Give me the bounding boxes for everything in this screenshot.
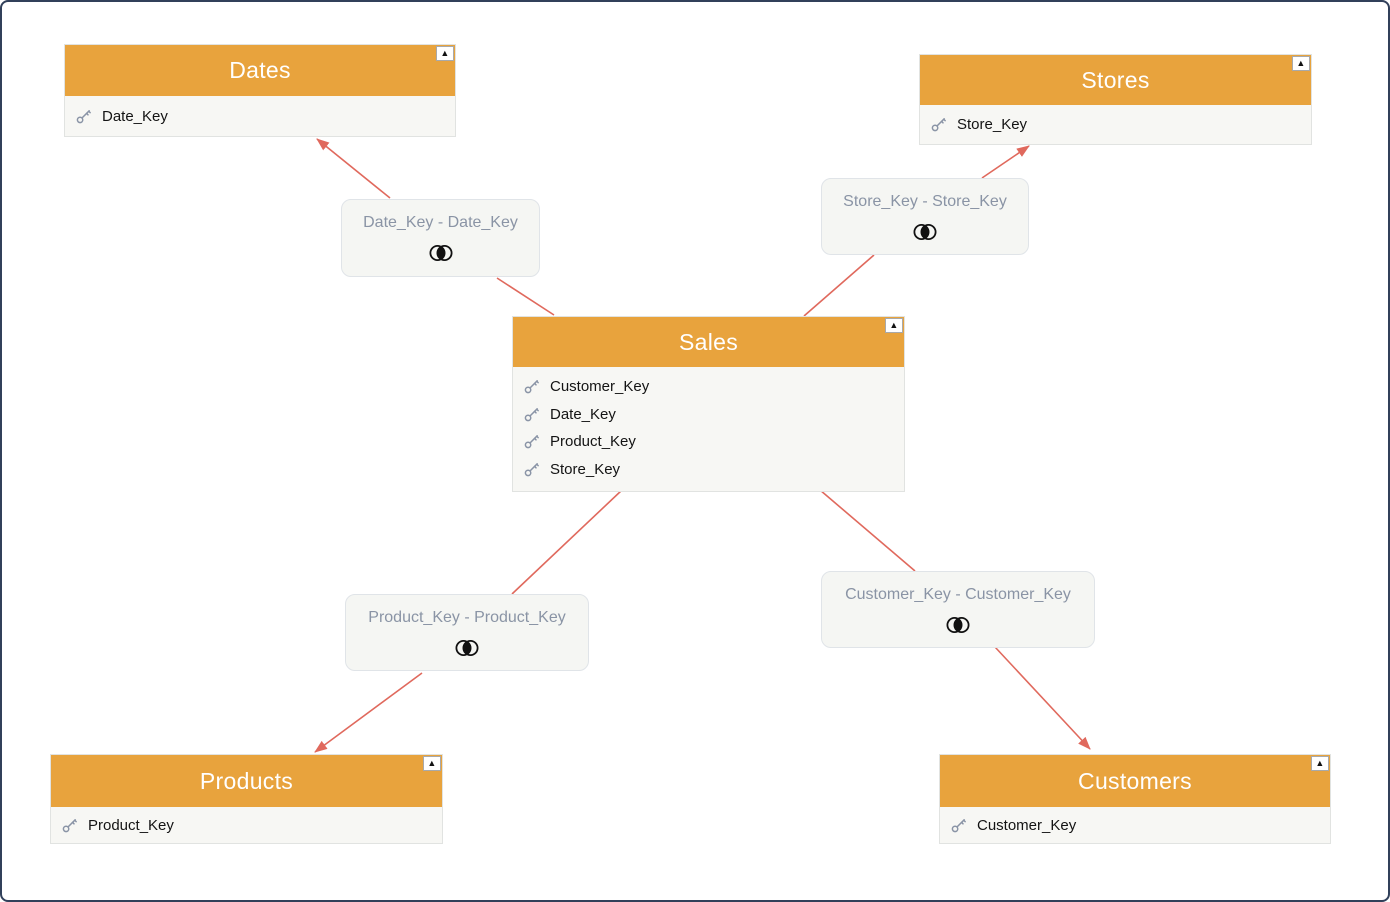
key-icon (62, 818, 77, 832)
collapse-triangle-icon: ▲ (1315, 758, 1325, 768)
inner-join-icon (455, 639, 479, 656)
key-icon (524, 435, 539, 449)
table-stores[interactable]: Stores ▲ Store_Key (919, 54, 1312, 145)
table-sales[interactable]: Sales ▲ Customer_Key Date_Key (512, 316, 905, 492)
relationship-label: Product_Key - Product_Key (368, 608, 566, 626)
key-icon (951, 818, 966, 832)
key-icon (524, 462, 539, 477)
relationship-card-customer-key[interactable]: Customer_Key - Customer_Key (821, 571, 1095, 648)
collapse-triangle-icon: ▲ (889, 320, 899, 330)
field-row[interactable]: Customer_Key (513, 373, 904, 401)
collapse-button[interactable]: ▲ (423, 756, 441, 771)
table-products[interactable]: Products ▲ Product_Key (50, 754, 443, 844)
table-customers-title: Customers (1078, 767, 1192, 794)
table-products-title: Products (199, 767, 294, 794)
table-customers[interactable]: Customers ▲ Customer_Key (939, 754, 1331, 844)
field-label: Product_Key (550, 433, 636, 451)
table-products-header: Products ▲ (51, 755, 442, 807)
relationship-line-dates-sales[interactable] (496, 277, 555, 316)
field-row[interactable]: Store_Key (920, 105, 1311, 144)
table-stores-header: Stores ▲ (920, 55, 1311, 105)
relationship-line-stores-arrow[interactable] (981, 145, 1030, 179)
table-sales-title: Sales (678, 328, 739, 355)
table-dates-header: Dates ▲ (65, 45, 455, 96)
field-label: Store_Key (957, 116, 1028, 133)
key-icon (524, 380, 539, 394)
relationship-card-date-key[interactable]: Date_Key - Date_Key (341, 199, 540, 277)
field-label: Store_Key (550, 460, 621, 478)
relationship-line-stores-sales[interactable] (803, 254, 875, 317)
inner-join-icon (913, 223, 937, 240)
field-row[interactable]: Date_Key (513, 401, 904, 429)
collapse-triangle-icon: ▲ (1296, 58, 1306, 68)
inner-join-icon (946, 616, 970, 633)
field-label: Customer_Key (977, 816, 1077, 834)
relationship-label: Date_Key - Date_Key (363, 214, 518, 231)
relationship-label: Store_Key - Store_Key (843, 192, 1007, 210)
table-products-body: Product_Key (51, 807, 442, 843)
relationship-line-customers-arrow[interactable] (994, 646, 1091, 750)
field-row[interactable]: Product_Key (513, 428, 904, 456)
collapse-button[interactable]: ▲ (436, 46, 454, 61)
table-customers-header: Customers ▲ (940, 755, 1330, 807)
field-label: Date_Key (550, 405, 616, 423)
table-customers-body: Customer_Key (940, 807, 1330, 843)
relationship-card-product-key[interactable]: Product_Key - Product_Key (345, 594, 589, 671)
table-stores-body: Store_Key (920, 105, 1311, 144)
field-label: Date_Key (102, 107, 168, 125)
key-icon (524, 407, 539, 422)
collapse-button[interactable]: ▲ (885, 318, 903, 333)
field-row[interactable]: Date_Key (65, 96, 455, 136)
relationship-card-store-key[interactable]: Store_Key - Store_Key (821, 178, 1029, 255)
collapse-button[interactable]: ▲ (1292, 56, 1310, 71)
relationship-line-customers-sales[interactable] (819, 489, 916, 572)
collapse-triangle-icon: ▲ (440, 48, 450, 58)
field-row[interactable]: Customer_Key (940, 807, 1330, 843)
table-dates-body: Date_Key (65, 96, 455, 136)
relationship-line-products-sales[interactable] (511, 489, 623, 595)
collapse-triangle-icon: ▲ (427, 758, 437, 768)
table-dates-title: Dates (229, 57, 291, 83)
field-label: Customer_Key (550, 378, 650, 396)
key-icon (931, 118, 946, 132)
relationship-line-dates-arrow[interactable] (316, 138, 391, 199)
inner-join-icon (429, 245, 452, 261)
table-stores-title: Stores (1081, 66, 1150, 93)
relationship-label: Customer_Key - Customer_Key (845, 585, 1071, 603)
table-sales-body: Customer_Key Date_Key Product_Key Store_… (513, 367, 904, 491)
key-icon (76, 109, 91, 123)
field-label: Product_Key (88, 816, 174, 834)
table-sales-header: Sales ▲ (513, 317, 904, 367)
table-dates[interactable]: Dates ▲ Date_Key (64, 44, 456, 137)
field-row[interactable]: Product_Key (51, 807, 442, 843)
relationship-line-products-arrow[interactable] (314, 672, 423, 753)
collapse-button[interactable]: ▲ (1311, 756, 1329, 771)
field-row[interactable]: Store_Key (513, 456, 904, 484)
